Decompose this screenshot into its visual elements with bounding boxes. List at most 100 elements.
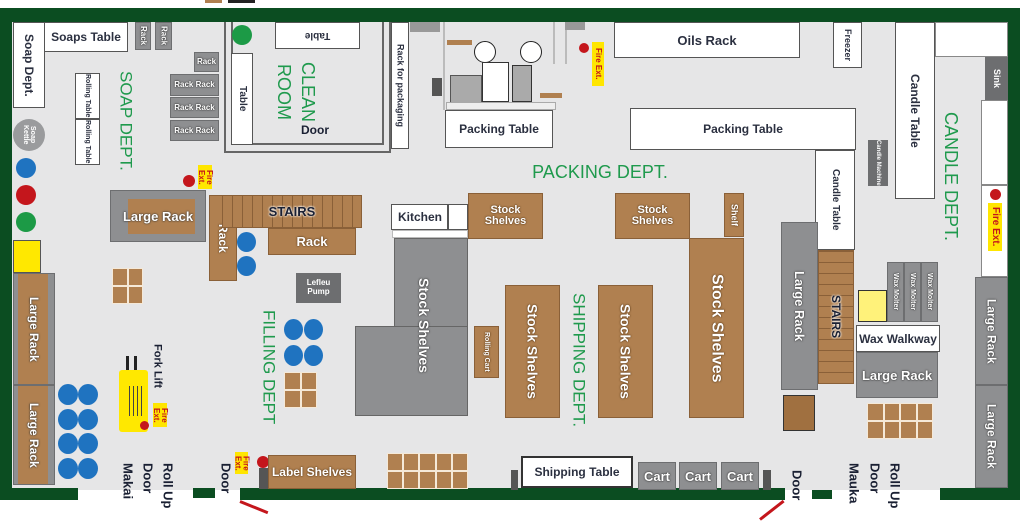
pallet-grid — [387, 453, 468, 489]
rack: Rack — [135, 22, 151, 50]
large-rack: Large Rack — [975, 277, 1008, 385]
cart: Cart — [638, 462, 676, 490]
door-label: Door — [140, 463, 156, 494]
cart: Cart — [721, 462, 759, 490]
table: Table — [275, 22, 360, 49]
stall — [512, 65, 532, 102]
rack: Rack — [194, 52, 219, 72]
stock-shelves: Stock Shelves — [505, 285, 560, 418]
barrel — [16, 212, 36, 232]
barrel — [237, 256, 256, 276]
barrel — [284, 319, 303, 340]
stock-shelves: Stock Shelves — [615, 193, 690, 239]
fire-extinguisher-icon — [257, 456, 269, 468]
door-label: Door — [218, 463, 234, 494]
barrel — [58, 433, 78, 454]
door-label: Door — [789, 470, 805, 501]
rolling-cart: Rolling Cart — [474, 326, 499, 378]
large-rack: Large Rack — [975, 385, 1008, 488]
sink-fixture — [450, 75, 482, 103]
partition — [446, 102, 556, 110]
stall — [482, 62, 509, 102]
shipping-table: Shipping Table — [521, 456, 633, 488]
shelf: Shelf — [724, 193, 744, 237]
barrel — [78, 384, 98, 405]
filling-dept-label: FILLING DEPT — [259, 309, 279, 425]
stairs: STAIRS — [222, 195, 362, 228]
yellow-block — [13, 240, 41, 273]
door-label: Door — [301, 123, 329, 137]
partition — [553, 22, 555, 64]
rack: Rack — [268, 228, 356, 255]
rack: Rack — [155, 22, 172, 50]
label-shelves: Label Shelves — [268, 455, 356, 489]
oils-rack: Oils Rack — [614, 22, 800, 58]
post — [511, 470, 518, 490]
marker — [205, 0, 222, 3]
packing-table: Packing Table — [445, 110, 553, 148]
wall-block — [410, 22, 440, 32]
marker — [228, 0, 255, 3]
toilet-icon — [474, 41, 496, 63]
door-plate — [447, 40, 472, 45]
wall-bottom — [0, 488, 78, 500]
wall-bottom — [193, 488, 215, 498]
large-rack: Large Rack — [856, 352, 938, 398]
post — [259, 468, 268, 489]
roll-up-label: Roll Up — [160, 463, 176, 509]
counter — [981, 100, 1008, 185]
barrel — [58, 409, 78, 430]
clean-room-label: ROOM — [274, 64, 294, 120]
large-rack: Large Rack — [781, 222, 818, 390]
fire-ext-label: Fire Ext. — [592, 42, 604, 86]
large-rack: Large Rack — [110, 190, 206, 242]
door-plate — [540, 93, 562, 98]
candle-table: Candle Table — [895, 22, 935, 199]
wall-bottom — [240, 488, 785, 500]
stock-shelves-gray — [394, 238, 468, 330]
lefleu-pump: Lefleu Pump — [296, 273, 341, 303]
barrel — [58, 458, 78, 479]
door-label: Door — [867, 463, 883, 494]
box — [783, 395, 815, 431]
rolling-table: Rolling Table — [75, 119, 100, 165]
yellow-block — [858, 290, 887, 322]
fork-lift-fork — [134, 356, 137, 370]
post — [763, 470, 771, 490]
wall-block — [565, 22, 585, 30]
table: Table — [231, 53, 253, 145]
packing-dept-label: PACKING DEPT. — [532, 162, 668, 182]
wall-right — [1008, 8, 1020, 500]
soap-dept-label: SOAP DEPT. — [116, 70, 136, 171]
fire-ext-label: Fire Ext. — [988, 203, 1002, 251]
large-rack: Large Rack — [13, 385, 55, 485]
wall-block — [432, 78, 442, 96]
soaps-table: Soaps Table — [44, 22, 128, 52]
fork-lift-label: Fork Lift — [151, 343, 164, 388]
partition — [565, 22, 567, 64]
fire-ext-label: Fire Ext. — [234, 452, 251, 474]
wax-walkway: Wax Walkway — [856, 325, 940, 352]
wax-molter: Wax Molter — [887, 262, 904, 322]
pallet-grid — [867, 403, 933, 439]
barrel — [232, 25, 252, 45]
wax-molter: Wax Molter — [921, 262, 938, 322]
partition — [443, 22, 445, 110]
soap-dept-sign: Soap Dept. — [13, 22, 45, 108]
freezer: Freezer — [833, 22, 862, 68]
stairs: STAIRS — [818, 250, 854, 384]
candle-table: Candle Table — [815, 150, 855, 250]
fire-extinguisher-icon — [140, 421, 149, 430]
rack: Rack Rack — [170, 97, 219, 118]
door-swing — [239, 500, 269, 515]
fork-lift-fork — [126, 356, 129, 370]
fire-extinguisher-icon — [579, 43, 589, 53]
soap-kettle: Soap Kettle — [13, 119, 45, 151]
stock-shelves: Stock Shelves — [689, 238, 744, 418]
wall-top — [0, 8, 1020, 22]
toilet-icon — [520, 41, 542, 63]
barrel — [304, 319, 323, 340]
fire-extinguisher-icon — [990, 189, 1001, 200]
makai-label: Makai — [120, 463, 136, 500]
rack: Rack Rack — [170, 120, 219, 141]
